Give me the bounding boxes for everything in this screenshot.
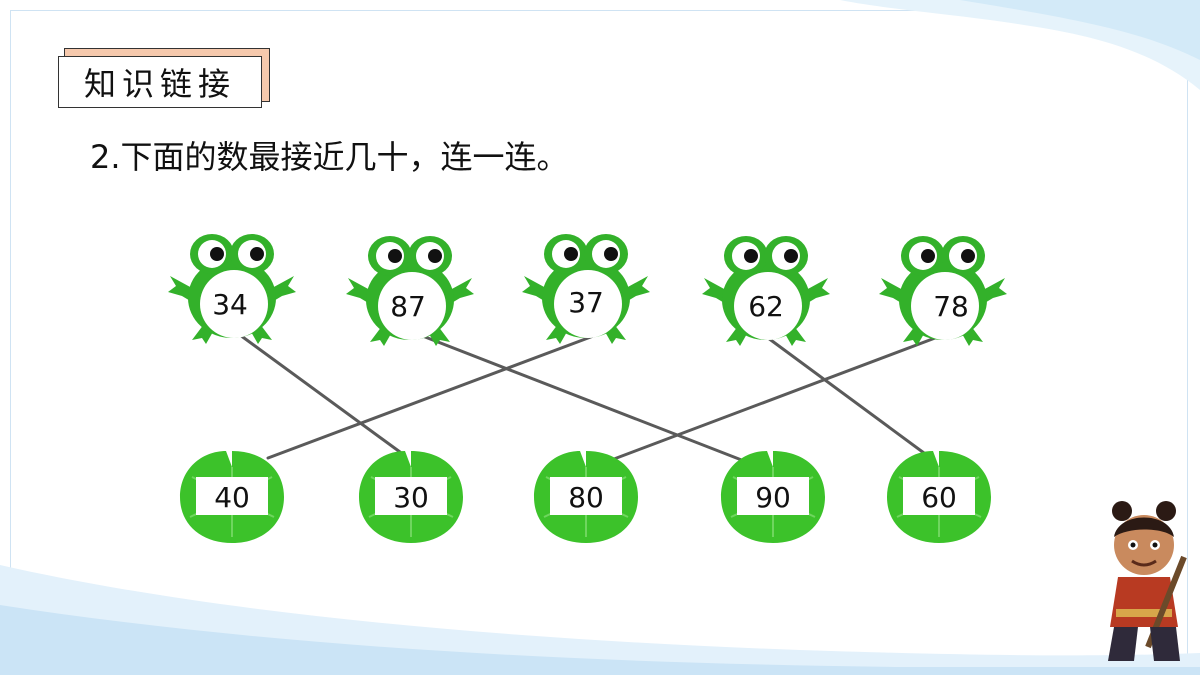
- frog-number: 78: [933, 290, 969, 323]
- decorative-wave-top: [840, 0, 1200, 90]
- leaf-number: 90: [755, 481, 791, 514]
- match-line-87-90: [418, 333, 759, 468]
- frog-78: 78: [879, 236, 1007, 346]
- cartoon-character-illustration: [1108, 501, 1187, 661]
- frog-number: 34: [212, 288, 248, 321]
- leaf-90: 90: [720, 450, 826, 544]
- section-title: 知识链接: [58, 56, 262, 108]
- frog-37: 37: [522, 234, 650, 344]
- leaf-label-box: [550, 477, 622, 515]
- match-line-78-80: [604, 333, 945, 464]
- leaf-number: 60: [921, 481, 957, 514]
- match-line-62-60: [762, 333, 926, 455]
- leaf-label-box: [375, 477, 447, 515]
- leaf-30: 30: [358, 450, 464, 544]
- leaf-60: 60: [886, 450, 992, 544]
- match-line-37-40: [266, 333, 598, 460]
- leaf-number: 80: [568, 481, 604, 514]
- leaf-label-box: [737, 477, 809, 515]
- question-text: 2.下面的数最接近几十，连一连。: [90, 138, 569, 176]
- section-badge: 知识链接: [58, 48, 270, 108]
- leaf-number: 30: [393, 481, 429, 514]
- frog-number: 37: [568, 286, 604, 319]
- leaf-label-box: [903, 477, 975, 515]
- frog-62: 62: [702, 236, 830, 346]
- leaf-label-box: [196, 477, 268, 515]
- frog-number: 87: [390, 290, 426, 323]
- decorative-wave-bottom: [0, 565, 1200, 675]
- leaf-number: 40: [214, 481, 250, 514]
- frog-34: 34: [168, 234, 296, 344]
- match-line-34-30: [238, 333, 402, 454]
- leaf-80: 80: [533, 450, 639, 544]
- leaf-40: 40: [179, 450, 285, 544]
- frog-number: 62: [748, 290, 784, 323]
- match-lines: [238, 333, 945, 468]
- frog-87: 87: [346, 236, 474, 346]
